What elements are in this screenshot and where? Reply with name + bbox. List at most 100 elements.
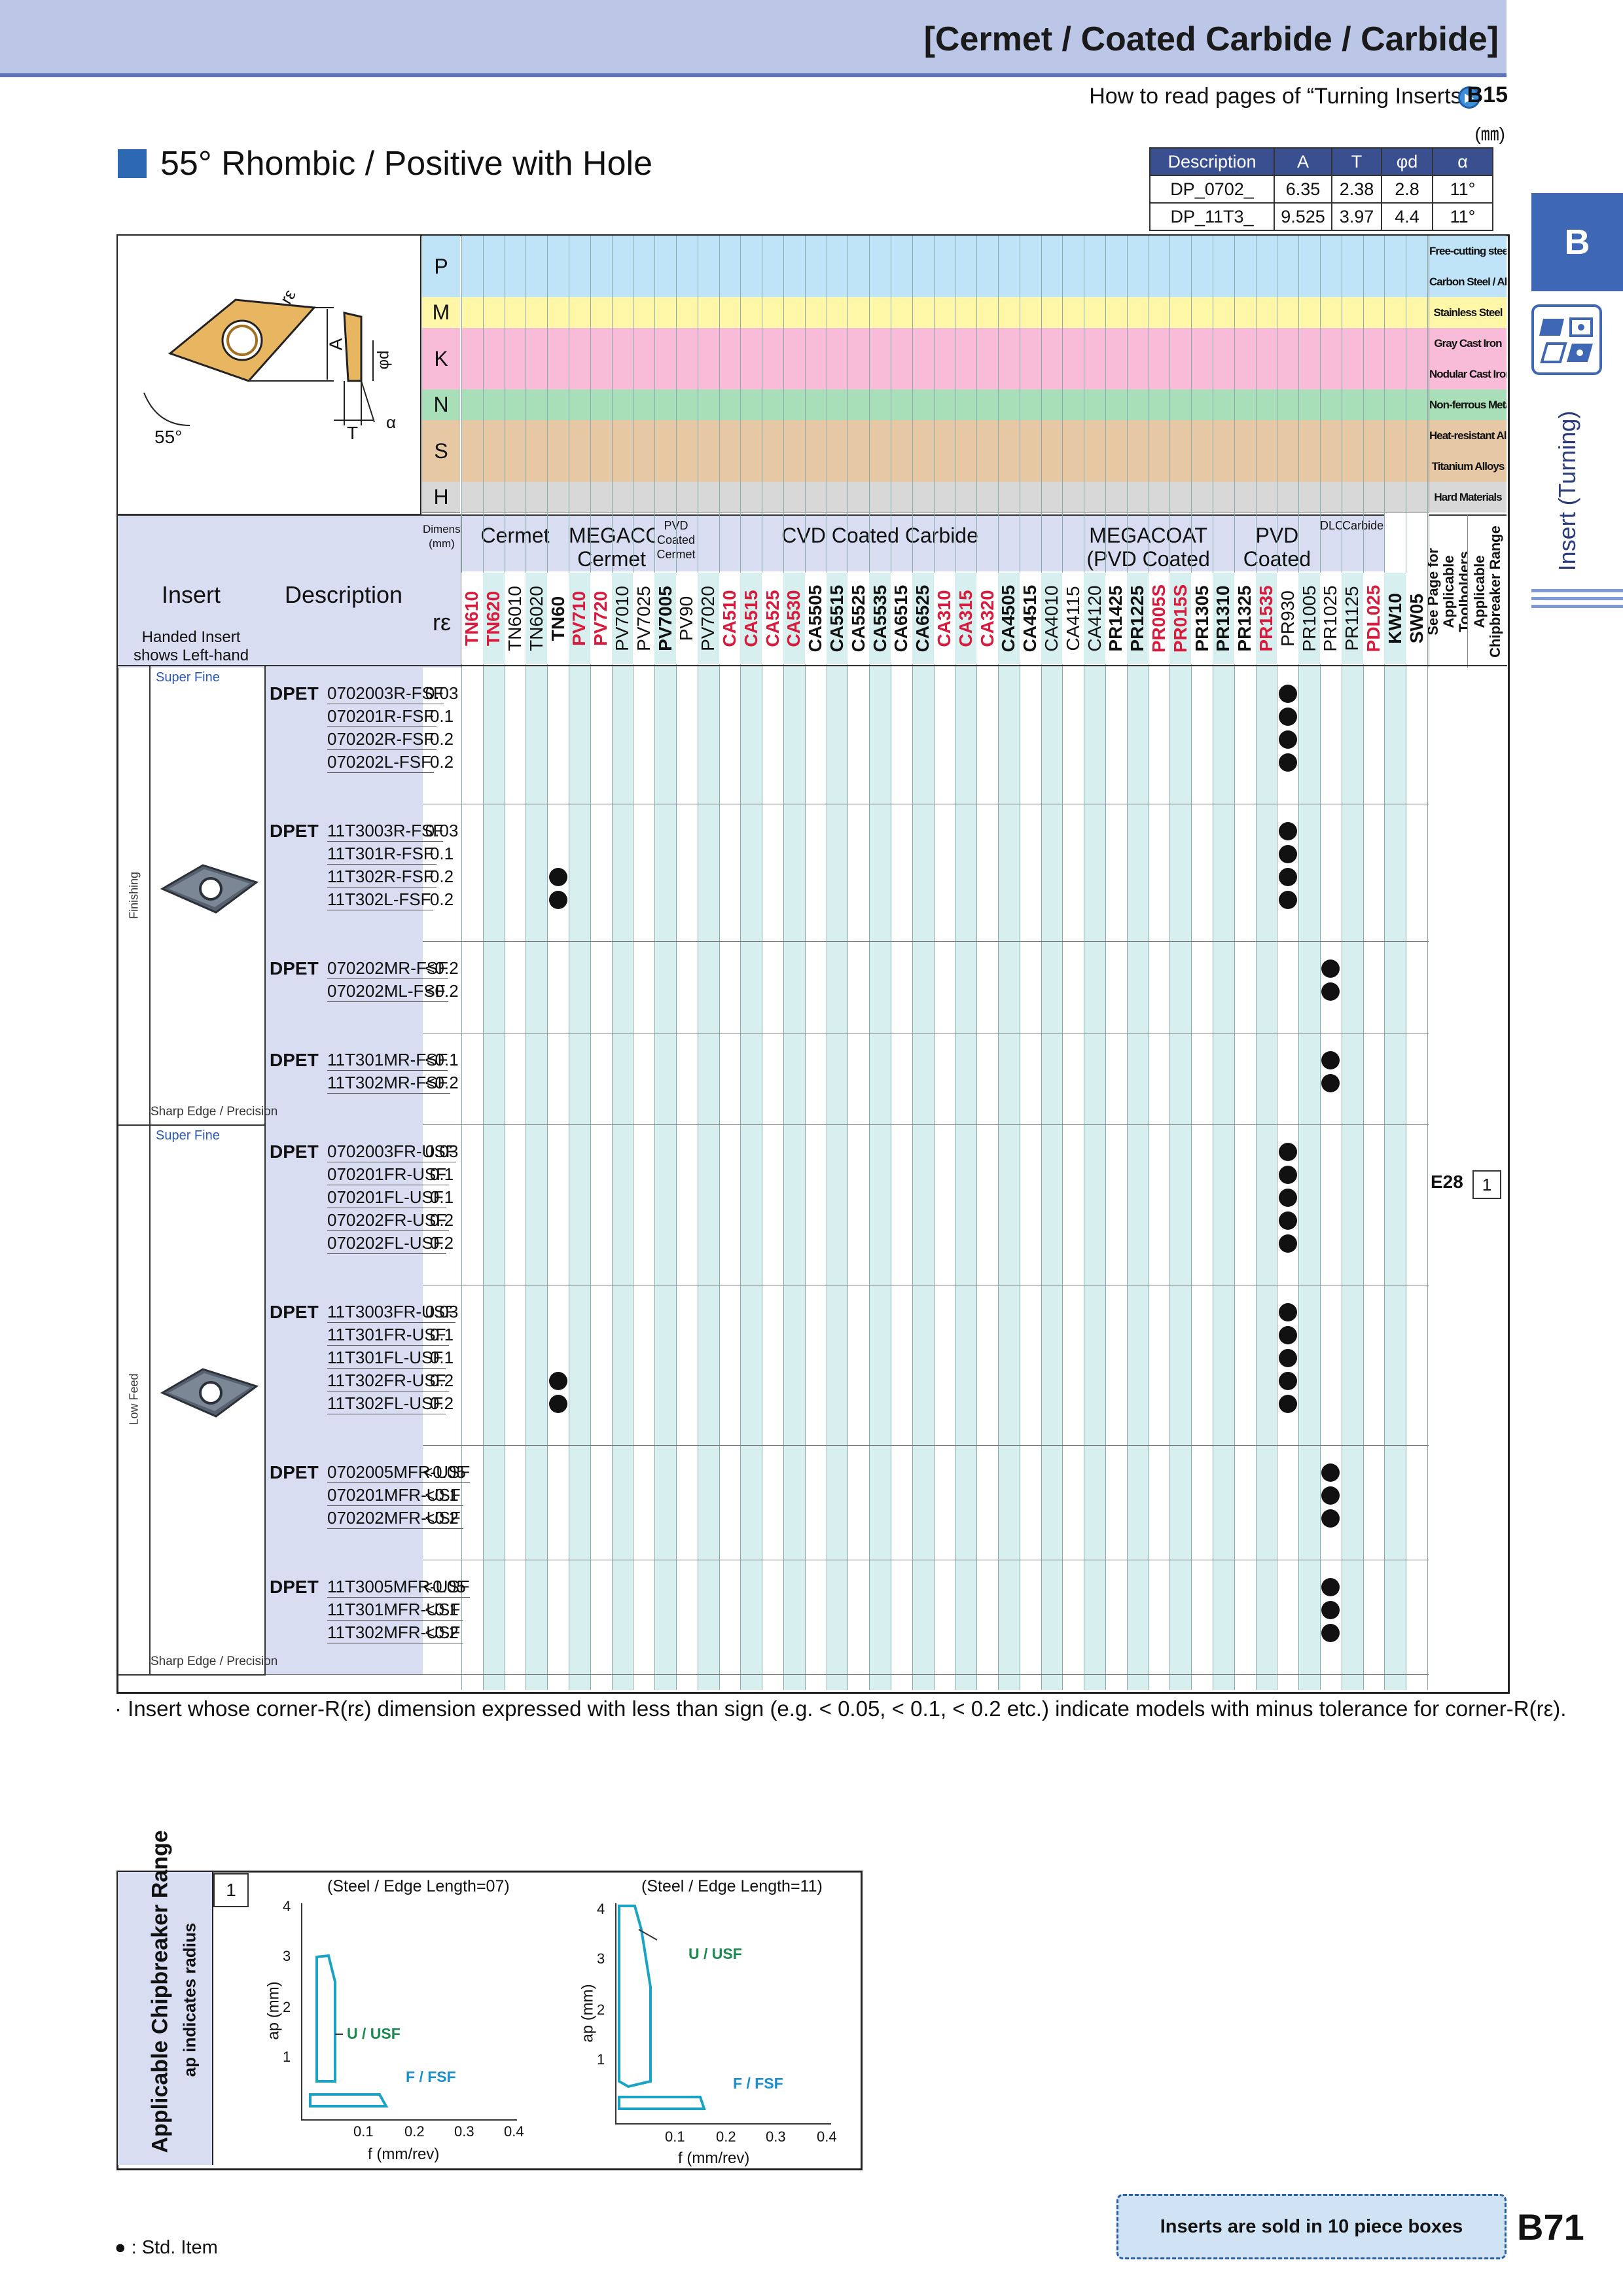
side-rule: [1531, 597, 1623, 600]
chart-regions: [618, 1905, 706, 2110]
insert-code[interactable]: 11T301MFR-USF: [327, 1600, 463, 1621]
description-block: [264, 1033, 423, 1124]
chart-regions: [309, 1954, 389, 2108]
grade-name: TN6010: [504, 573, 526, 664]
insert-code[interactable]: 11T302FR-USF: [327, 1371, 449, 1391]
grade-name: PDL025: [1363, 573, 1385, 664]
grade-name: CA5535: [869, 573, 891, 664]
corner-radius-value: <0.2: [425, 958, 459, 978]
material-label: Carbon Steel / Alloy Steel: [1429, 266, 1507, 297]
grade-name: PV720: [590, 573, 612, 664]
grade-label: PR015S: [1169, 584, 1190, 653]
grade-name: CA310: [933, 573, 955, 664]
dim-header: φd: [1381, 147, 1433, 176]
column-rule: [719, 236, 720, 1690]
dim-cell: 9.525: [1274, 202, 1332, 231]
insert-code[interactable]: 11T302L-FSF: [327, 889, 434, 910]
column-rule: [1427, 236, 1428, 1690]
insert-code[interactable]: 070202MFR-USF: [327, 1508, 463, 1529]
std-item-dot: [548, 891, 567, 909]
chipbreaker-range-ref[interactable]: 1: [1472, 1170, 1501, 1199]
box-quantity-note: Inserts are sold in 10 piece boxes: [1116, 2194, 1507, 2259]
insert-code[interactable]: 070202FR-USF: [327, 1210, 450, 1231]
x-tick: 0.3: [766, 2128, 786, 2145]
side-rule: [1531, 589, 1623, 592]
grade-column: [740, 666, 762, 1690]
corner-radius-value: <0.2: [425, 1508, 459, 1528]
chipbreaker-title: Applicable Chipbreaker Range: [147, 1830, 173, 2153]
insert-code[interactable]: 070202MR-FSF: [327, 958, 448, 979]
insert-code[interactable]: 11T3003R-FSF: [327, 821, 444, 842]
insert-code[interactable]: 0702005MFR-USF: [327, 1462, 471, 1483]
grade-column: [869, 666, 891, 1690]
insert-code[interactable]: 070202FL-USF: [327, 1233, 446, 1254]
region-label: F / FSF: [406, 2068, 456, 2085]
grade-column: [547, 666, 569, 1690]
series-prefix: DPET: [270, 821, 319, 841]
re-label: rε: [432, 609, 452, 636]
grade-column: [1169, 666, 1192, 1690]
insert-code[interactable]: 11T302FL-USF: [327, 1393, 446, 1414]
insert-code[interactable]: 11T301R-FSF: [327, 844, 437, 865]
std-item-dot: [1278, 1372, 1297, 1390]
column-rule: [869, 236, 870, 1690]
grade-group-label: Cermet: [480, 524, 550, 547]
row-rule: [264, 1124, 1429, 1125]
grade-name: PR1005: [1298, 573, 1320, 664]
insert-code[interactable]: 070201MFR-USF: [327, 1485, 463, 1506]
grade-column: [1341, 666, 1363, 1690]
grade-name: PR1025: [1320, 573, 1342, 664]
grade-column: [526, 666, 548, 1690]
dim-cell: 2.8: [1381, 175, 1433, 204]
howto-link[interactable]: How to read pages of “Turning Inserts”: [1089, 84, 1469, 109]
grade-name: CA515: [740, 573, 762, 664]
grade-label: PV720: [590, 590, 611, 647]
description-block: [264, 941, 423, 1033]
x-axis: [301, 2119, 517, 2121]
grade-name: CA6515: [891, 573, 912, 664]
corner-radius-value: 0.03: [425, 821, 459, 840]
std-item-dot: [1321, 1509, 1340, 1528]
material-letter-h: H: [422, 482, 460, 513]
grade-label: CA5505: [805, 584, 826, 653]
handed-note: Handed Insert shows Left-hand: [133, 628, 249, 664]
insert-code[interactable]: 070202L-FSF: [327, 752, 434, 773]
material-band: [461, 451, 1429, 482]
insert-code[interactable]: 070201FR-USF: [327, 1164, 450, 1185]
insert-code[interactable]: 070202R-FSF: [327, 729, 437, 750]
section-label-text: Finishing: [127, 871, 141, 920]
grade-label: PDL025: [1363, 584, 1383, 653]
material-label: Gray Cast Iron: [1429, 328, 1507, 359]
corner-radius-value: 0.03: [425, 1302, 459, 1321]
howto-page-ref[interactable]: B15: [1467, 82, 1508, 107]
insert-code[interactable]: 11T301MR-FSF: [327, 1050, 448, 1071]
insert-code[interactable]: 0702003R-FSF: [327, 683, 444, 704]
grade-column: [1234, 666, 1256, 1690]
header-rule: [118, 665, 1507, 666]
grade-column: [719, 666, 741, 1690]
toolholder-page-ref[interactable]: E28: [1431, 1172, 1463, 1192]
insert-code[interactable]: 11T302MR-FSF: [327, 1073, 451, 1094]
material-band: [461, 359, 1429, 390]
insert-code[interactable]: 11T301FR-USF: [327, 1325, 449, 1346]
grade-group-label: Carbide: [1342, 519, 1384, 532]
insert-code[interactable]: 070201R-FSF: [327, 706, 437, 727]
column-rule: [1320, 236, 1321, 1690]
insert-code[interactable]: 0702003FR-USF: [327, 1141, 456, 1162]
y-axis-label: ap (mm): [264, 1981, 283, 2040]
section-tab[interactable]: B: [1531, 193, 1623, 291]
grade-label: CA4515: [1020, 584, 1041, 653]
insert-code[interactable]: 11T302R-FSF: [327, 867, 437, 888]
section-label: Finishing: [118, 872, 151, 919]
std-item-dot: [1321, 1463, 1340, 1482]
corner-radius-value: 0.2: [429, 1393, 454, 1413]
insert-code[interactable]: 11T302MFR-USF: [327, 1623, 463, 1643]
grade-name: CA4120: [1084, 573, 1105, 664]
insert-code[interactable]: 11T301FL-USF: [327, 1348, 446, 1369]
insert-code[interactable]: 11T3003FR-USF: [327, 1302, 456, 1323]
insert-code[interactable]: 070201FL-USF: [327, 1187, 446, 1208]
insert-code[interactable]: 070202ML-FSF: [327, 981, 448, 1002]
material-letter-k: K: [422, 328, 460, 390]
insert-code[interactable]: 11T3005MFR-USF: [327, 1577, 470, 1598]
grade-column: [955, 666, 977, 1690]
